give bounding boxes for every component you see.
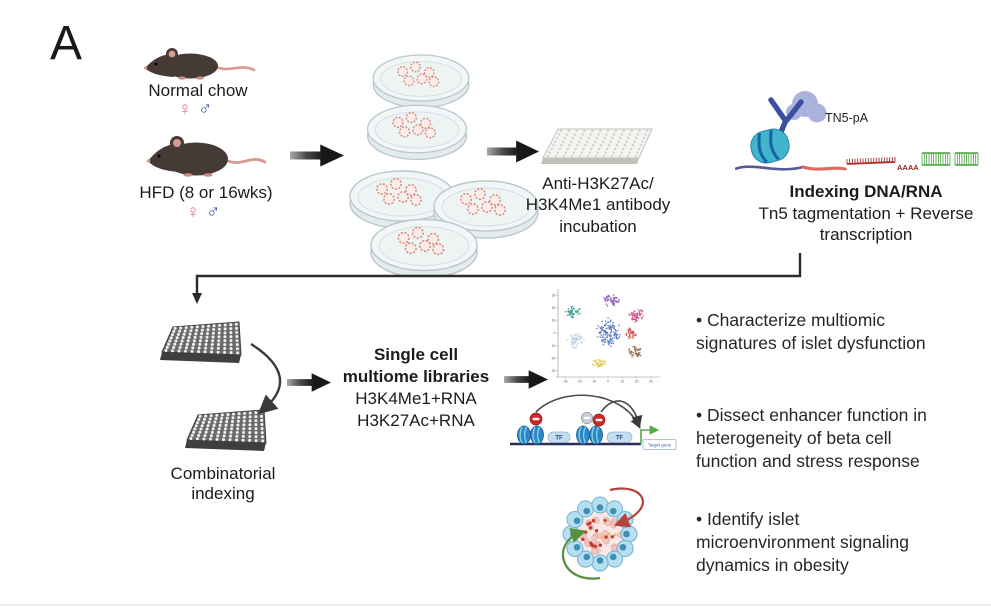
polya-label: AAAA	[897, 163, 919, 172]
goal-dissect: • Dissect enhancer function in heterogen…	[696, 405, 927, 472]
tf-pill-1	[547, 431, 571, 443]
svg-text:30: 30	[552, 293, 556, 297]
indexing-line3: transcription	[819, 225, 913, 245]
libraries-line3: H3K4Me1+RNA	[355, 389, 477, 409]
tf-label-2: TF	[616, 436, 624, 442]
svg-text:10: 10	[552, 319, 556, 323]
hfd-mouse-illustration	[146, 136, 267, 177]
tf-label-1: TF	[555, 436, 563, 442]
male-symbol: ♂	[206, 202, 227, 223]
libraries-bold1: Single cell	[373, 345, 459, 364]
svg-text:-30: -30	[551, 369, 556, 373]
svg-text:-30: -30	[563, 380, 568, 384]
enhancer-loop-arrow-2	[600, 400, 643, 428]
islet-microenvironment-illustration	[562, 487, 644, 580]
combinatorial-line2: indexing	[191, 484, 255, 504]
elbow-connector-arrow	[192, 253, 802, 304]
tf-pill-2	[606, 431, 633, 443]
antibody-line3: incubation	[559, 216, 637, 236]
tsne-cluster-plot: 30 20 10 0 -10 -20 -30 -30 -20 -10 0 10 20 30	[551, 289, 660, 384]
tss-arrow	[640, 425, 660, 444]
indexing-line2: Tn5 tagmentation + Reverse	[758, 203, 974, 223]
signal-arrow-red	[609, 487, 644, 528]
svg-text:-20: -20	[577, 380, 582, 384]
male-symbol: ♂	[198, 99, 219, 120]
svg-text:20: 20	[635, 380, 639, 384]
indexing-step-caption: Indexing DNA/RNA Tn5 tagmentation + Reve…	[742, 181, 990, 246]
enhancer-diagram: TF TF Target gene	[510, 394, 677, 450]
libraries-bold2: multiome libraries	[342, 367, 490, 387]
antibody-line2: H3K4Me1 antibody	[525, 195, 671, 215]
antibody-line1: Anti-H3K27Ac/	[542, 174, 654, 193]
libraries-caption: Single cell multiome libraries H3K4Me1+R…	[330, 344, 502, 432]
indexing-plate-1-illustration	[160, 321, 242, 363]
svg-text:20: 20	[552, 306, 556, 310]
hfd-label: HFD (8 or 16wks)	[139, 183, 273, 202]
figure-bottom-rule	[0, 604, 991, 606]
target-gene-label: Target gene	[648, 443, 672, 448]
hfd-sex-symbols: ♀♂	[116, 202, 296, 224]
curved-arrow-between-plates	[250, 342, 282, 415]
panel-label: A	[50, 17, 83, 70]
indexing-plate-2-illustration	[185, 409, 267, 451]
combinatorial-caption: Combinatorial indexing	[148, 464, 298, 505]
target-gene-box	[642, 439, 677, 450]
svg-text:30: 30	[649, 380, 653, 384]
svg-text:-20: -20	[551, 356, 556, 360]
svg-text:-10: -10	[591, 380, 596, 384]
tagmented-dna-red	[801, 165, 847, 171]
normal-chow-mouse-illustration	[143, 48, 256, 80]
goal-identify: • Identify islet microenvironment signal…	[696, 509, 910, 576]
normal-chow-sex-symbols: ♀♂	[118, 99, 278, 121]
tn5-nucleosome	[750, 128, 790, 164]
indexing-title: Indexing DNA/RNA	[789, 182, 943, 201]
goal-characterize: • Characterize multiomic signatures of i…	[696, 310, 926, 354]
antibody-step-caption: Anti-H3K27Ac/ H3K4Me1 antibody incubatio…	[514, 173, 682, 237]
signal-arrow-green	[562, 527, 601, 580]
svg-text:10: 10	[620, 380, 624, 384]
antibody-96well-plate-illustration	[541, 128, 653, 164]
female-symbol: ♀	[185, 202, 206, 223]
petri-dishes-islets-illustration	[349, 54, 539, 276]
svg-text:0: 0	[554, 331, 556, 335]
dna-strand	[735, 165, 804, 171]
libraries-line4: H3K27Ac+RNA	[357, 411, 475, 431]
normal-chow-label: Normal chow	[148, 81, 248, 100]
female-symbol: ♀	[177, 99, 198, 120]
tn5-pa-label: TN5-pA	[825, 111, 869, 125]
svg-text:-10: -10	[551, 344, 556, 348]
combinatorial-line1: Combinatorial	[170, 464, 276, 483]
svg-text:0: 0	[607, 380, 609, 384]
tn5-pa-tagmentation-illustration: TN5-pA AAAA	[735, 91, 979, 172]
